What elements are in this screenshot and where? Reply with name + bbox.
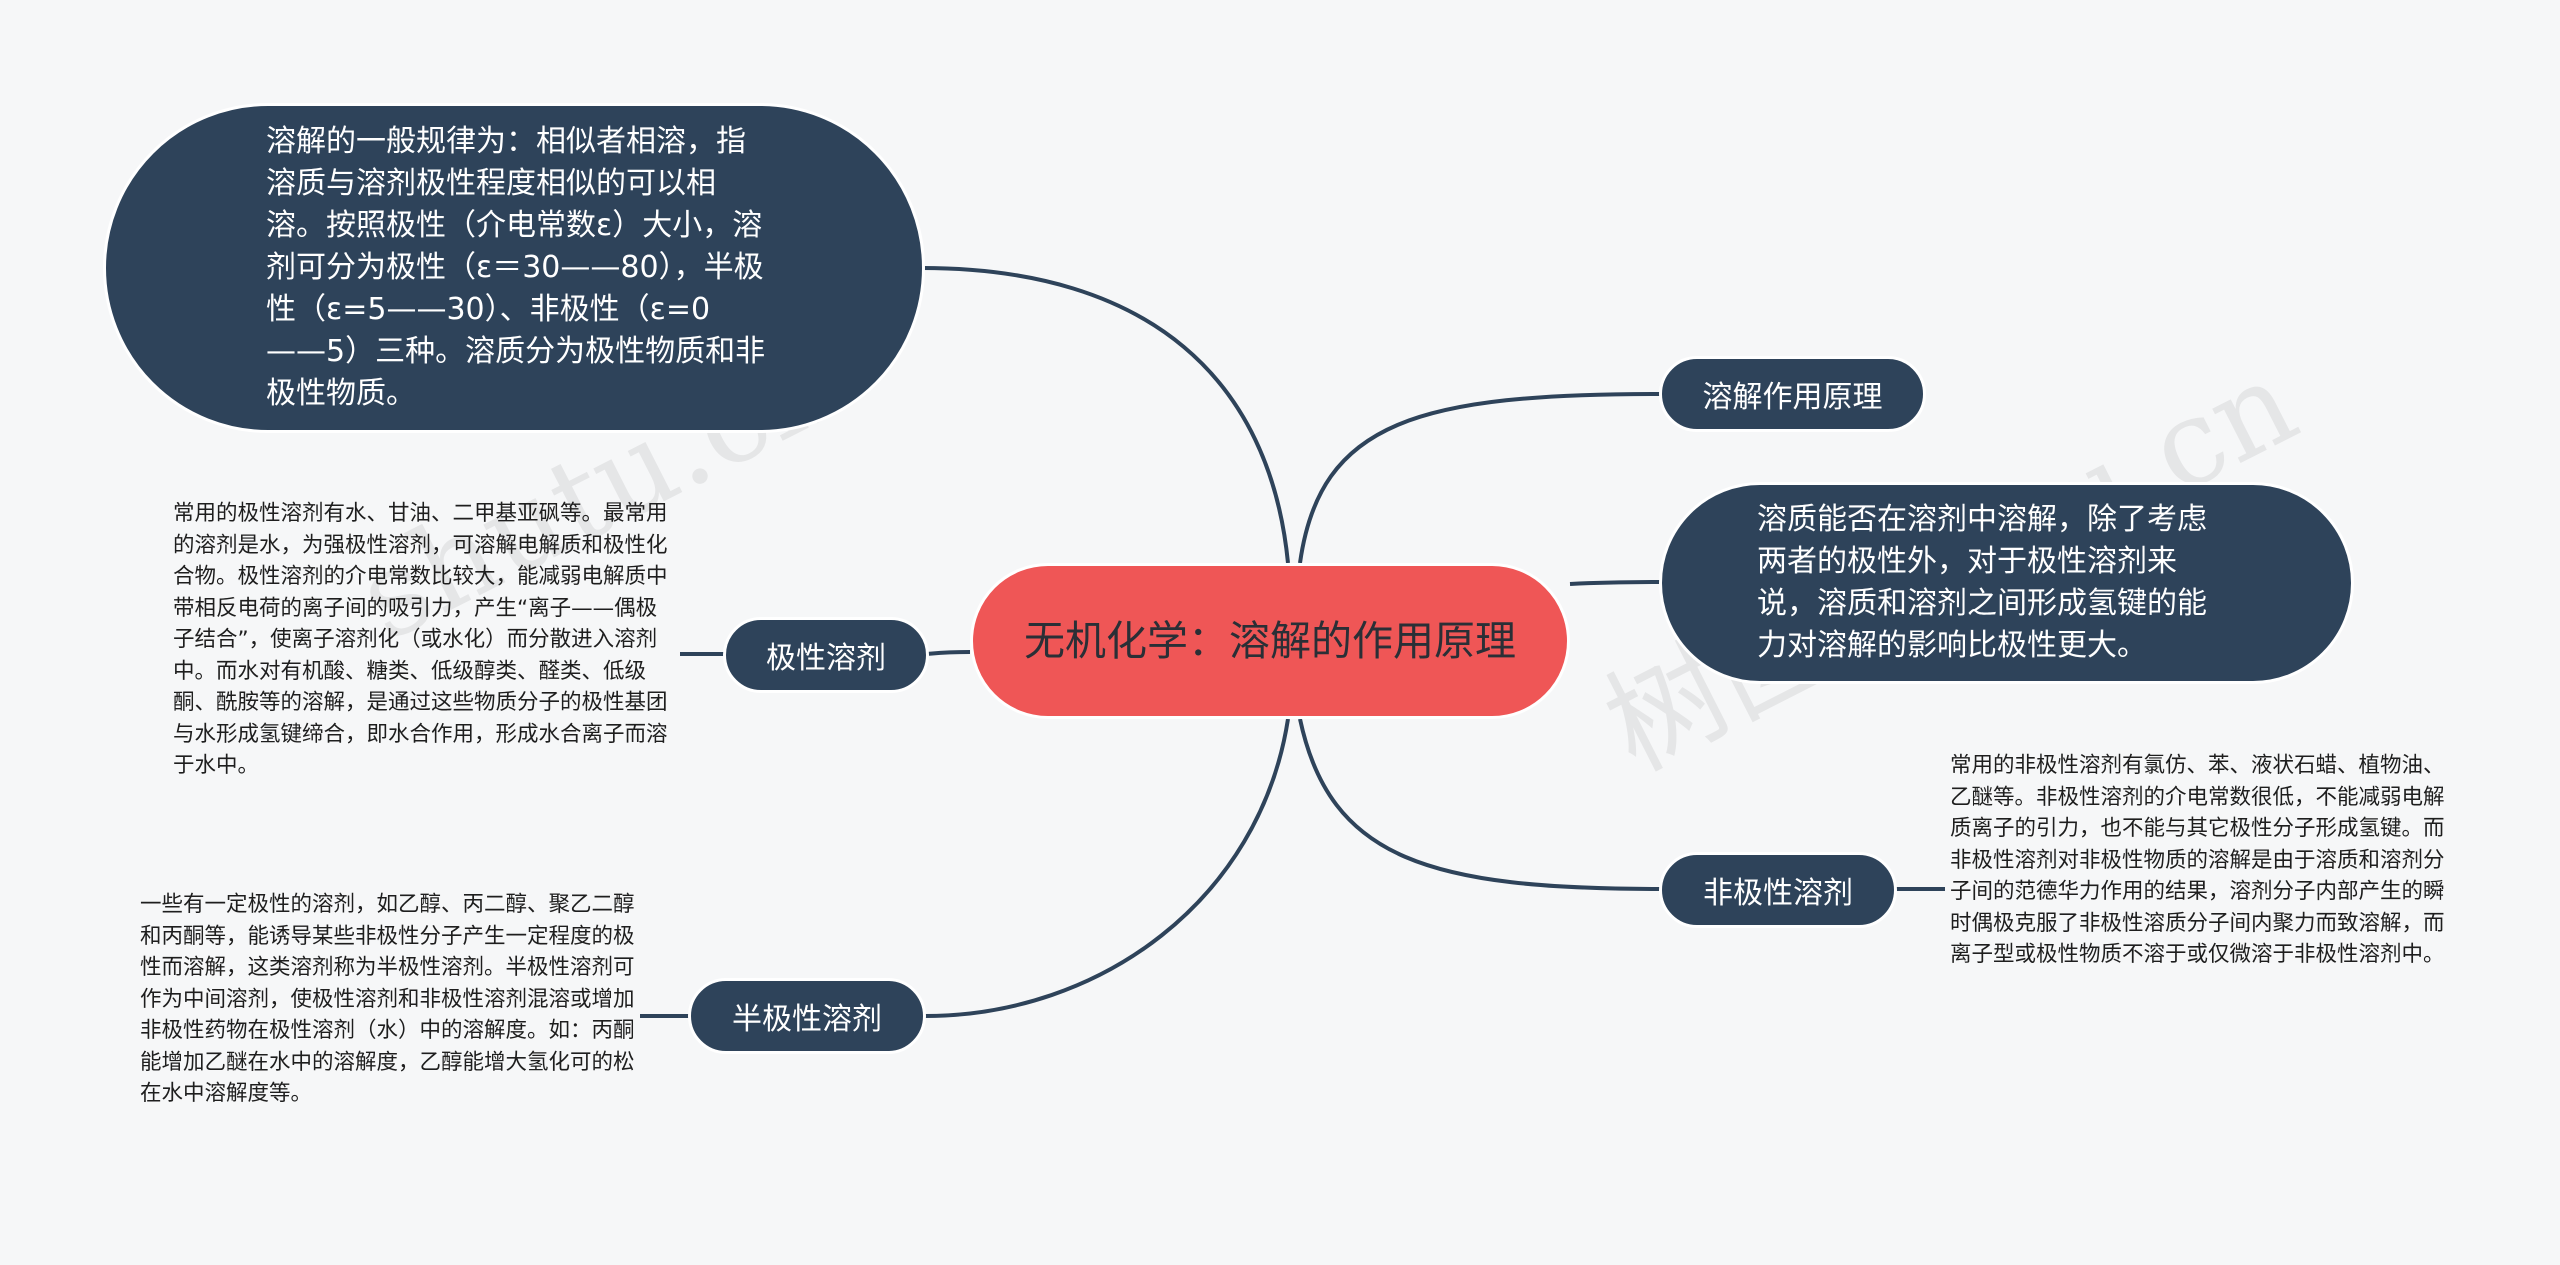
link-polar <box>924 650 971 656</box>
topic-polar-solvent[interactable]: 极性溶剂 <box>723 617 929 693</box>
topic-dissolution-principle-label: 溶解作用原理 <box>1702 380 1883 415</box>
central-topic[interactable]: 无机化学：溶解的作用原理 <box>970 563 1570 719</box>
central-topic-label: 无机化学：溶解的作用原理 <box>1024 616 1516 665</box>
link-top-left <box>921 266 1290 564</box>
topic-hydrogen-bond[interactable]: 溶质能否在溶剂中溶解，除了考虑两者的极性外，对于极性溶剂来说，溶质和溶剂之间形成… <box>1659 482 2354 684</box>
note-non-polar-solvent: 常用的非极性溶剂有氯仿、苯、液状石蜡、植物油、乙醚等。非极性溶剂的介电常数很低，… <box>1950 753 2445 967</box>
topic-non-polar-solvent[interactable]: 非极性溶剂 <box>1659 852 1897 928</box>
topic-non-polar-solvent-label: 非极性溶剂 <box>1703 876 1853 911</box>
topic-dissolution-rule[interactable]: 溶解的一般规律为：相似者相溶，指溶质与溶剂极性程度相似的可以相溶。按照极性（介电… <box>103 103 925 433</box>
topic-semi-polar-solvent-label: 半极性溶剂 <box>732 1002 882 1037</box>
note-polar-solvent: 常用的极性溶剂有水、甘油、二甲基亚砜等。最常用的溶剂是水，为强极性溶剂，可溶解电… <box>173 501 668 778</box>
link-hydrogen-bond <box>1569 580 1663 586</box>
link-non-polar <box>1298 718 1663 891</box>
topic-dissolution-principle[interactable]: 溶解作用原理 <box>1659 356 1926 432</box>
topic-polar-solvent-label: 极性溶剂 <box>766 641 886 676</box>
topic-hydrogen-bond-text: 溶质能否在溶剂中溶解，除了考虑两者的极性外，对于极性溶剂来说，溶质和溶剂之间形成… <box>1757 502 2207 663</box>
link-semi-polar <box>924 718 1290 1018</box>
link-principle <box>1298 392 1663 564</box>
topic-semi-polar-solvent[interactable]: 半极性溶剂 <box>688 978 926 1054</box>
note-semi-polar-solvent: 一些有一定极性的溶剂，如乙醇、丙二醇、聚乙二醇和丙酮等，能诱导某些非极性分子产生… <box>140 892 635 1106</box>
topic-dissolution-rule-text: 溶解的一般规律为：相似者相溶，指溶质与溶剂极性程度相似的可以相溶。按照极性（介电… <box>266 124 766 411</box>
